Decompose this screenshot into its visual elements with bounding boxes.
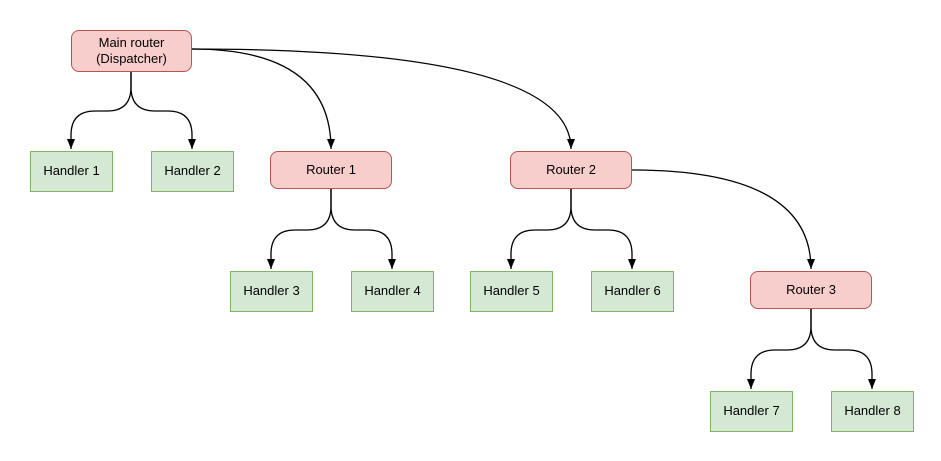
handler-2-label: Handler 2 bbox=[164, 163, 221, 179]
router-2-label: Router 2 bbox=[546, 161, 596, 177]
router-3-label: Router 3 bbox=[786, 281, 836, 297]
node-handler-1: Handler 1 bbox=[30, 151, 113, 192]
handler-5-label: Handler 5 bbox=[483, 283, 540, 299]
handler-7-label: Handler 7 bbox=[723, 403, 780, 419]
edge-router-3-to-handler-7 bbox=[747, 309, 812, 389]
edge-router-3-to-handler-8 bbox=[810, 309, 876, 389]
main-router-label-line2: (Dispatcher) bbox=[96, 51, 167, 66]
node-handler-2: Handler 2 bbox=[151, 151, 234, 192]
main-router-label-line1: Main router bbox=[98, 34, 165, 50]
node-router-1: Router 1 bbox=[270, 151, 392, 189]
edge-main-router-to-handler-2 bbox=[130, 72, 196, 149]
node-handler-4: Handler 4 bbox=[351, 271, 434, 312]
edge-router-2-to-handler-6 bbox=[570, 189, 636, 269]
node-handler-5: Handler 5 bbox=[470, 271, 553, 312]
node-main-router: Main router (Dispatcher) bbox=[71, 30, 192, 72]
node-handler-6: Handler 6 bbox=[591, 271, 674, 312]
node-handler-3: Handler 3 bbox=[230, 271, 313, 312]
edge-router-1-to-handler-4 bbox=[330, 189, 396, 269]
edge-main-router-to-handler-1 bbox=[67, 72, 132, 149]
node-handler-7: Handler 7 bbox=[710, 391, 793, 432]
node-handler-8: Handler 8 bbox=[831, 391, 914, 432]
handler-4-label: Handler 4 bbox=[364, 283, 421, 299]
handler-3-label: Handler 3 bbox=[243, 283, 300, 299]
edge-main-router-to-router-1 bbox=[191, 48, 335, 150]
node-router-2: Router 2 bbox=[510, 151, 632, 189]
edge-main-router-to-router-2 bbox=[191, 48, 575, 150]
node-router-3: Router 3 bbox=[750, 271, 872, 309]
edge-router-2-to-router-3 bbox=[631, 169, 815, 270]
handler-8-label: Handler 8 bbox=[844, 403, 901, 419]
handler-6-label: Handler 6 bbox=[604, 283, 661, 299]
edge-router-1-to-handler-3 bbox=[267, 189, 332, 269]
router-1-label: Router 1 bbox=[306, 161, 356, 177]
handler-1-label: Handler 1 bbox=[43, 163, 100, 179]
edge-router-2-to-handler-5 bbox=[507, 189, 572, 269]
